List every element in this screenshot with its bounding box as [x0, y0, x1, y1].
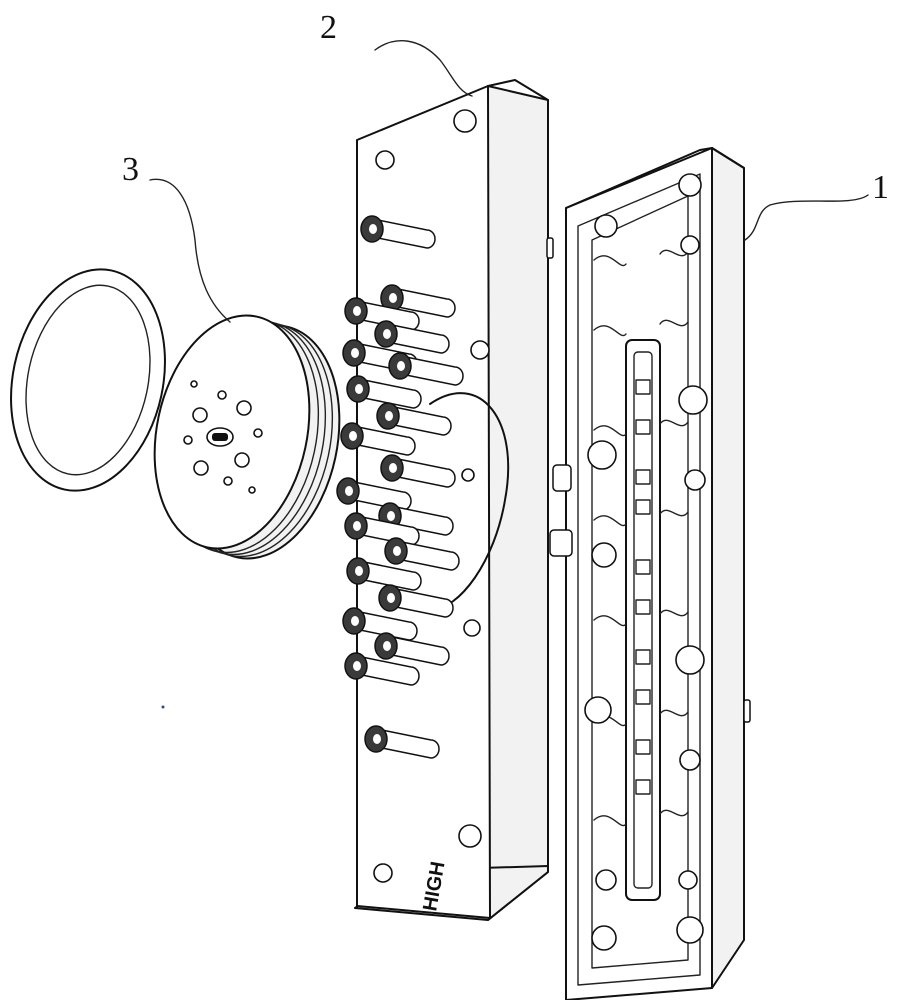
disc-part-3 — [153, 314, 341, 560]
bolt — [344, 297, 420, 331]
slot-tab — [635, 559, 651, 575]
bolt-array — [336, 215, 464, 759]
label-part-2: 2 — [320, 9, 337, 46]
bolt — [344, 652, 420, 686]
bolt — [340, 422, 416, 456]
slot-tab — [635, 599, 651, 615]
bolt — [360, 215, 436, 249]
bolt — [378, 584, 454, 618]
label-part-3: 3 — [122, 151, 139, 188]
pocket-ribs — [593, 249, 689, 827]
label-part-1: 1 — [872, 169, 889, 206]
slot-tab — [635, 499, 651, 515]
bolt — [384, 537, 460, 571]
bolt — [336, 477, 412, 511]
bolt — [380, 284, 456, 318]
pocket-rib — [593, 249, 689, 267]
stray-dot — [161, 705, 165, 709]
bolt — [364, 725, 440, 759]
pocket-rib — [593, 809, 689, 827]
sealing-ring — [10, 268, 166, 492]
slot-tab — [635, 689, 651, 705]
plate-part-1 — [546, 147, 751, 1000]
pocket-rib — [593, 319, 689, 337]
slot-tab — [635, 739, 651, 755]
slot-tab — [635, 419, 651, 435]
disc-hole-pattern — [183, 380, 263, 494]
slot-tab — [635, 649, 651, 665]
bolt — [346, 557, 422, 591]
bolt — [374, 320, 450, 354]
bolt — [378, 502, 454, 536]
slot-tab — [635, 779, 651, 795]
bolt — [380, 454, 456, 488]
pocket-rib — [593, 419, 689, 437]
pocket-rib — [593, 509, 689, 527]
bolt — [374, 632, 450, 666]
pocket-rib — [593, 609, 689, 627]
leader-lines — [149, 40, 869, 323]
slot-tab — [635, 469, 651, 485]
slot-tab — [635, 379, 651, 395]
bolt — [346, 375, 422, 409]
bolt — [376, 402, 452, 436]
bolt — [388, 352, 464, 386]
